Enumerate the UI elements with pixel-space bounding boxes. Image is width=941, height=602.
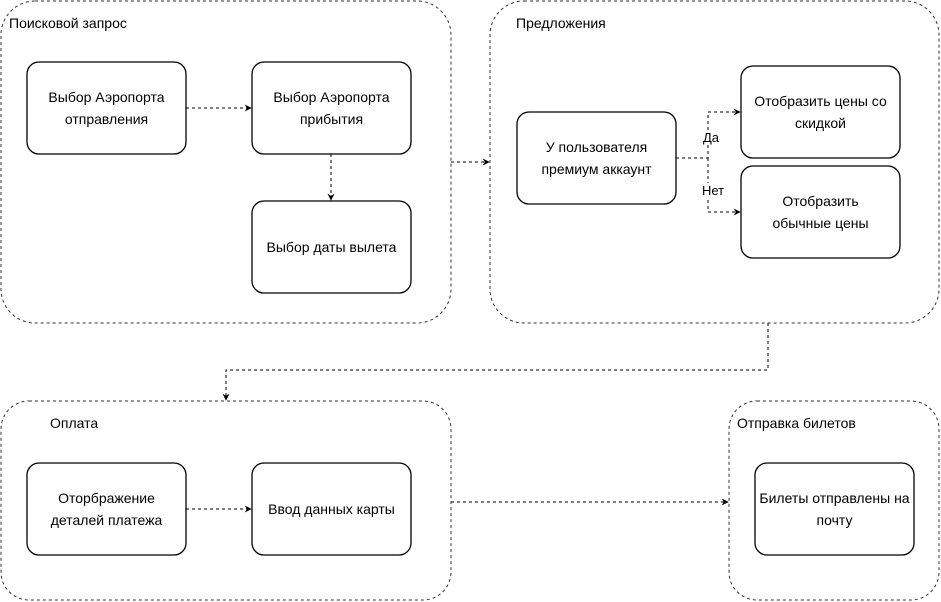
node-payment-details[interactable]: Оторбражение деталей платежа bbox=[50, 490, 163, 528]
node-card-input[interactable]: Ввод данных карты bbox=[268, 501, 395, 517]
edge-premium-no bbox=[707, 158, 741, 216]
group-delivery-title: Отправка билетов bbox=[737, 415, 856, 431]
group-offers-title: Предложения bbox=[516, 15, 606, 31]
node-discount-prices[interactable]: Отобразить цены со скидкой bbox=[754, 93, 887, 131]
node-departure-date[interactable]: Выбор даты вылета bbox=[266, 239, 397, 255]
group-search-container bbox=[0, 0, 452, 324]
edge-label-no: Нет bbox=[702, 183, 725, 198]
node-card-input-box[interactable] bbox=[251, 462, 412, 556]
node-tickets-sent-box[interactable] bbox=[754, 462, 915, 556]
group-payment-container bbox=[0, 400, 452, 601]
edge-label-yes: Да bbox=[703, 130, 720, 145]
node-tickets-sent[interactable]: Билеты отправлены на почту bbox=[759, 490, 910, 528]
node-departure-airport[interactable]: Выбор Аэропорта отправления bbox=[48, 89, 165, 127]
node-departure-date-box[interactable] bbox=[251, 200, 412, 294]
edge-offers-to-payment bbox=[222, 323, 769, 401]
node-premium-check[interactable]: У пользователя премиум аккаунт bbox=[541, 139, 652, 177]
group-offers-container bbox=[489, 0, 940, 324]
node-regular-prices[interactable]: Отобразить обычные цены bbox=[772, 193, 869, 231]
group-search-title: Поисковой запрос bbox=[9, 15, 127, 31]
group-payment-title: Оплата bbox=[50, 415, 99, 431]
node-regular-prices-box[interactable] bbox=[740, 165, 901, 259]
node-arrival-airport[interactable]: Выбор Аэропорта прибытия bbox=[273, 89, 390, 127]
node-discount-prices-box[interactable] bbox=[740, 65, 901, 159]
group-delivery-container bbox=[728, 400, 940, 601]
